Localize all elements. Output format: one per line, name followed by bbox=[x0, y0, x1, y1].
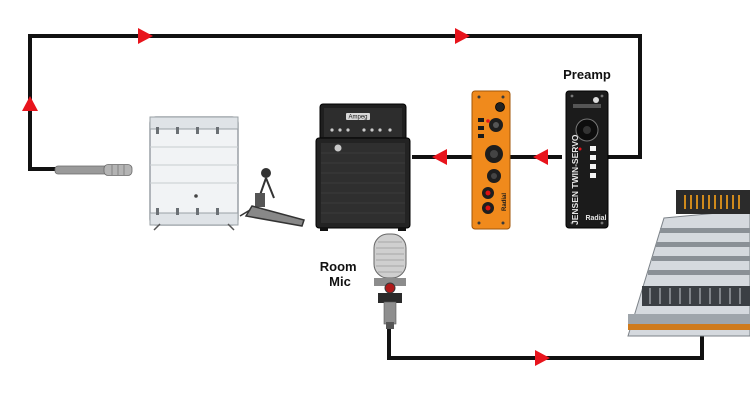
bass-amp-stack-icon: Ampeg bbox=[315, 103, 411, 231]
room-mic-label-line2: Mic bbox=[329, 274, 351, 289]
500-series-preamp-icon: JENSEN TWIN-SERVO Radial bbox=[565, 90, 609, 229]
preamp-label: Preamp bbox=[563, 67, 611, 82]
room-mic-label-line1: Room bbox=[320, 259, 357, 274]
arrow-right-icon bbox=[455, 28, 470, 44]
mixing-console-icon bbox=[627, 190, 750, 337]
preamp-model-label: JENSEN TWIN-SERVO bbox=[570, 134, 580, 225]
arrow-left-icon bbox=[432, 149, 447, 165]
kick-pedal-icon bbox=[239, 168, 305, 227]
reamp-brand-label: Radial bbox=[502, 193, 508, 211]
reamp-box-icon: Radial bbox=[471, 90, 511, 230]
arrow-up-icon bbox=[22, 96, 38, 111]
preamp-brand-label: Radial bbox=[585, 215, 606, 222]
room-mic-label: Room Mic bbox=[320, 259, 360, 289]
arrow-right-icon bbox=[138, 28, 153, 44]
bass-drum-icon bbox=[149, 116, 239, 231]
amp-brand-label: Ampeg bbox=[348, 115, 367, 121]
pencil-condenser-mic-icon bbox=[54, 164, 133, 176]
arrow-right-icon bbox=[535, 350, 550, 366]
flow-arrows bbox=[22, 28, 550, 366]
arrow-left-icon bbox=[533, 149, 548, 165]
cable-mic-to-preamp-loop bbox=[28, 34, 642, 171]
ribbon-mic-icon bbox=[373, 233, 407, 329]
